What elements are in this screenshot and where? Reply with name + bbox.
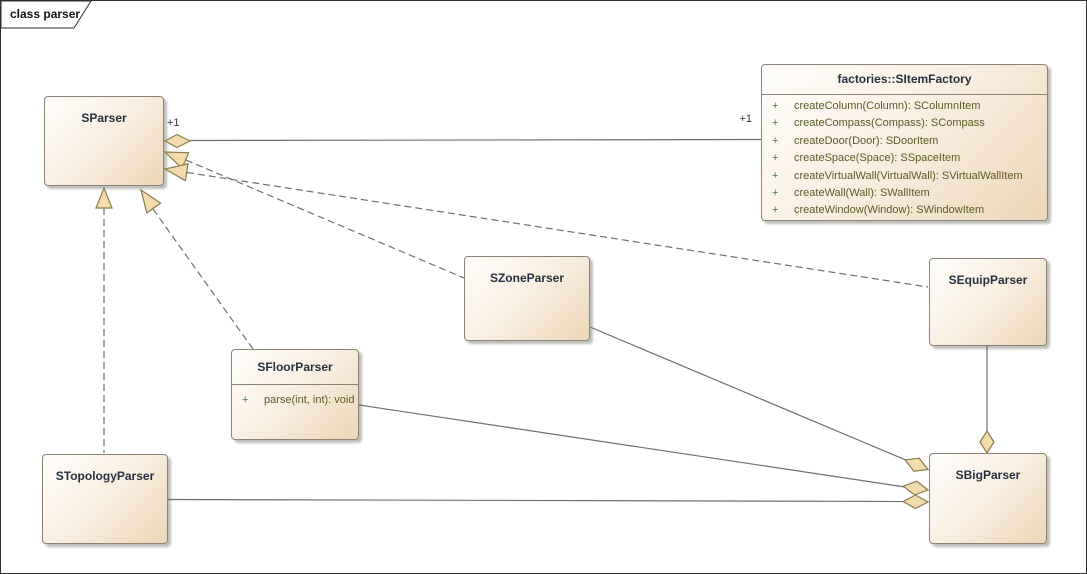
- aggregation-stopologyparser-sbigparser[interactable]: [167, 494, 930, 510]
- class-szoneparser[interactable]: SZoneParser: [464, 256, 590, 341]
- realization-stopologyparser-sparser[interactable]: [95, 186, 113, 453]
- class-sbigparser[interactable]: SBigParser: [929, 453, 1047, 544]
- multiplicity-label-target: +1: [739, 113, 752, 125]
- method-signature: parse(int, int): void: [264, 394, 355, 406]
- class-sequipparser[interactable]: SEquipParser: [929, 258, 1047, 346]
- method-signature: createColumn(Column): SColumnItem: [794, 100, 981, 112]
- methods-compartment: + createColumn(Column): SColumnItem + crea…: [762, 94, 1047, 220]
- aggregation-diamond: [979, 429, 995, 455]
- generalization-arrowhead: [163, 151, 190, 170]
- class-name: STopologyParser: [55, 469, 155, 483]
- class-name: SParser: [81, 111, 127, 125]
- realization-szoneparser-sparser[interactable]: [163, 151, 465, 279]
- aggregation-sequipparser-sbigparser[interactable]: [979, 346, 995, 455]
- visibility: +: [772, 117, 779, 130]
- method-signature: createSpace(Space): SSpaceItem: [794, 152, 961, 165]
- class-name: SFloorParser: [257, 360, 333, 374]
- class-name: SEquipParser: [948, 273, 1028, 287]
- visibility: +: [772, 186, 779, 199]
- class-name: factories::SItemFactory: [837, 72, 972, 86]
- method-row: + createCompass(Compass): SCompass: [762, 115, 1047, 132]
- method-row: + createSpace(Space): SSpaceItem: [762, 150, 1047, 167]
- aggregation-diamond: [163, 133, 192, 149]
- visibility: +: [772, 204, 779, 217]
- class-sfloorparser[interactable]: SFloorParser + parse(int, int): void: [231, 349, 359, 440]
- visibility: +: [772, 134, 779, 147]
- method-row: + createWindow(Window): SWindowItem: [762, 202, 1047, 219]
- association-sparser-sitemfactory[interactable]: [163, 133, 762, 149]
- method-row: + createDoor(Door): SDoorItem: [762, 133, 1047, 150]
- method-row: + createColumn(Column): SColumnItem: [762, 98, 1047, 115]
- aggregation-sfloorparser-sbigparser[interactable]: [358, 404, 930, 496]
- aggregation-diamond: [903, 457, 930, 472]
- method-signature: createVirtualWall(VirtualWall): SVirtual…: [794, 169, 1023, 182]
- class-name: SZoneParser: [489, 271, 565, 285]
- visibility: +: [772, 152, 779, 165]
- aggregation-szoneparser-sbigparser[interactable]: [589, 326, 930, 472]
- method-row: + parse(int, int): void: [232, 392, 358, 409]
- method-row: + createVirtualWall(VirtualWall): SVirtua…: [762, 168, 1047, 185]
- class-stopologyparser[interactable]: STopologyParser: [42, 454, 168, 544]
- multiplicity-label-source: +1: [167, 117, 180, 129]
- generalization-arrowhead: [163, 163, 189, 182]
- method-signature: createWindow(Window): SWindowItem: [794, 204, 985, 217]
- aggregation-diamond: [902, 480, 930, 496]
- generalization-arrowhead: [95, 186, 113, 209]
- class-sparser[interactable]: SParser: [44, 96, 164, 186]
- visibility: +: [242, 394, 249, 406]
- visibility: +: [772, 169, 779, 182]
- method-signature: createDoor(Door): SDoorItem: [794, 134, 939, 147]
- generalization-arrowhead: [140, 188, 162, 214]
- methods-compartment: + parse(int, int): void: [232, 384, 358, 409]
- visibility: +: [772, 100, 779, 112]
- method-signature: createWall(Wall): SWallItem: [794, 186, 930, 199]
- method-row: + createWall(Wall): SWallItem: [762, 185, 1047, 202]
- class-sitemfactory[interactable]: factories::SItemFactory + createColumn(Co…: [761, 64, 1048, 221]
- frame-tab-label: class parser: [10, 7, 81, 21]
- realization-sfloorparser-sparser[interactable]: [140, 188, 254, 350]
- aggregation-diamond: [901, 494, 930, 510]
- class-name: SBigParser: [955, 468, 1021, 482]
- method-signature: createCompass(Compass): SCompass: [794, 117, 985, 130]
